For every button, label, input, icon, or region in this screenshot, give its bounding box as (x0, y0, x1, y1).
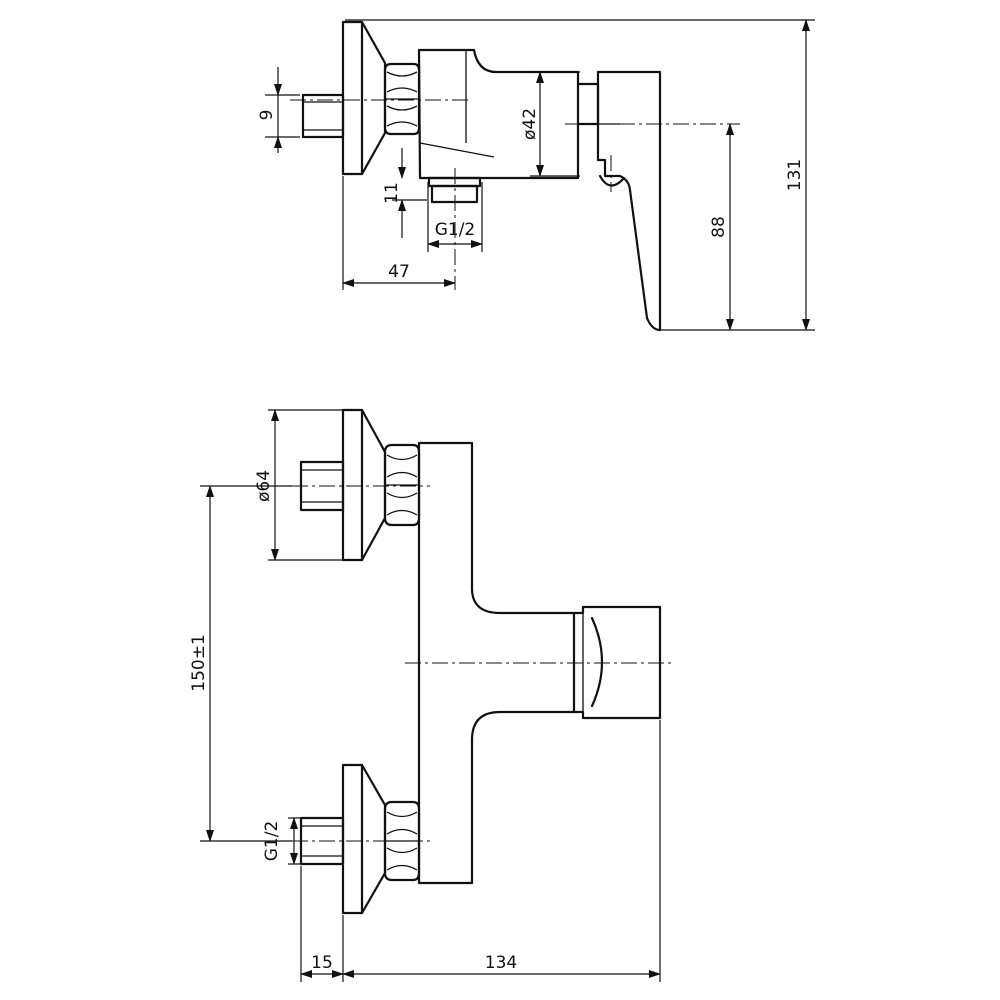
dim-150-label: 150±1 (189, 634, 209, 692)
top-mixer-body (417, 48, 580, 180)
top-extension-lines (265, 19, 815, 331)
dim-thread-top-label: G1/2 (435, 220, 476, 240)
front-center-lines (292, 485, 675, 842)
front-lower-flange (341, 763, 387, 915)
dim-11-label: 11 (382, 182, 402, 204)
top-wall-flange (341, 20, 387, 176)
dim-thread-front-label: G1/2 (262, 821, 282, 862)
top-dimension-lines (274, 19, 810, 331)
dim-15-label: 15 (311, 953, 333, 973)
front-upper-flange (341, 408, 387, 562)
top-inlet-stub (301, 93, 345, 139)
front-dimension-lines (206, 409, 661, 978)
dim-134-label: 134 (485, 953, 517, 973)
dim-47-label: 47 (388, 262, 410, 282)
dim-dia64-label: ø64 (254, 470, 274, 502)
top-hex-nut (383, 62, 421, 136)
dim-dia42-label: ø42 (520, 108, 540, 140)
dim-88-label: 88 (709, 216, 729, 238)
front-view: ø64 150±1 G1/2 15 134 (189, 408, 675, 982)
front-extension-lines (200, 409, 661, 982)
front-upper-nut (383, 443, 421, 527)
top-view: 9 11 G1/2 47 ø42 88 131 (257, 19, 815, 332)
top-lever-handle (576, 70, 662, 332)
top-center-lines (290, 99, 740, 290)
dim-9-label: 9 (257, 110, 277, 121)
dim-131-label: 131 (785, 159, 805, 191)
